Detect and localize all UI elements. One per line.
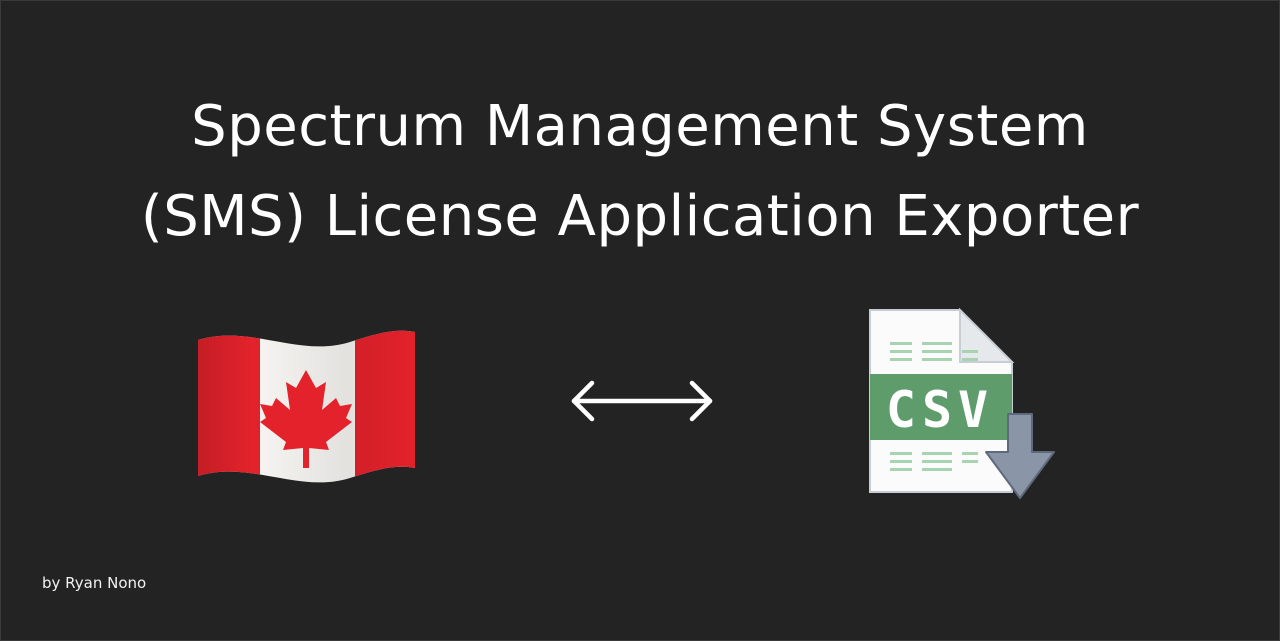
author-byline: by Ryan Nono <box>42 574 147 592</box>
title-line-1: Spectrum Management System <box>191 94 1089 159</box>
file-corner <box>959 307 1015 363</box>
download-arrow-icon <box>985 413 1055 499</box>
title-line-2: (SMS) License Application Exporter <box>140 184 1140 249</box>
page-title: Spectrum Management System (SMS) License… <box>0 82 1280 262</box>
canada-flag-icon <box>198 330 415 483</box>
csv-band <box>870 374 1012 440</box>
maple-leaf-icon <box>260 370 352 468</box>
spreadsheet-lines-top <box>890 342 978 361</box>
double-arrow-icon <box>571 380 713 422</box>
csv-file-download-icon: CSV <box>869 307 1055 499</box>
spreadsheet-lines-bottom <box>890 452 978 471</box>
csv-label: CSV <box>886 381 994 439</box>
